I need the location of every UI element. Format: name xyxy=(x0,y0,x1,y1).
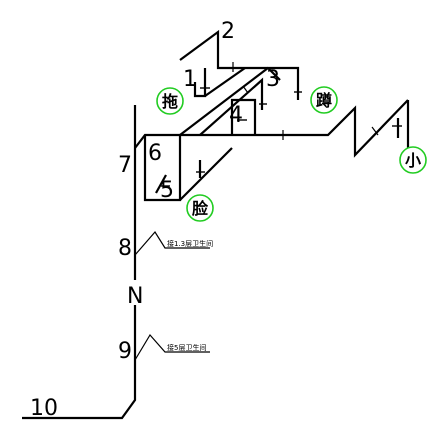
note-leaders xyxy=(134,230,210,361)
basin-label: 脸 xyxy=(192,199,209,218)
node-7-label: 7 xyxy=(118,153,132,178)
node-2-label: 2 xyxy=(221,19,235,44)
main-riser xyxy=(22,105,137,420)
squat-pan-label: 蹲 xyxy=(316,91,332,110)
squat-pan-bubble: 蹲 xyxy=(310,86,338,114)
riser-n-label: N xyxy=(127,284,143,309)
horizontal-branch xyxy=(134,99,409,158)
basin-bubble: 脸 xyxy=(186,194,214,222)
node-8-label: 8 xyxy=(118,236,132,261)
urinal-label: 小 xyxy=(405,151,421,170)
squat-branch xyxy=(179,66,302,136)
node-6-label: 6 xyxy=(148,141,162,166)
urinal-branch xyxy=(392,100,410,148)
basin-branch xyxy=(143,135,233,202)
node-9-label: 9 xyxy=(118,339,132,364)
node-5-label: 5 xyxy=(160,178,174,203)
mop-branch xyxy=(179,29,268,98)
mop-sink-bubble: 拖 xyxy=(156,87,184,115)
upper-connection-note: 接1.3层卫生间 xyxy=(167,239,213,248)
vent-stubs xyxy=(267,67,281,81)
node-4-label: 4 xyxy=(229,103,243,128)
urinal-bubble: 小 xyxy=(399,146,427,174)
node-10-label: 10 xyxy=(30,396,58,421)
mop-sink-label: 拖 xyxy=(162,92,178,111)
node-1-label: 1 xyxy=(183,67,197,92)
lower-connection-note: 接5层卫生间 xyxy=(167,343,206,352)
node-3-label: 3 xyxy=(266,67,280,92)
